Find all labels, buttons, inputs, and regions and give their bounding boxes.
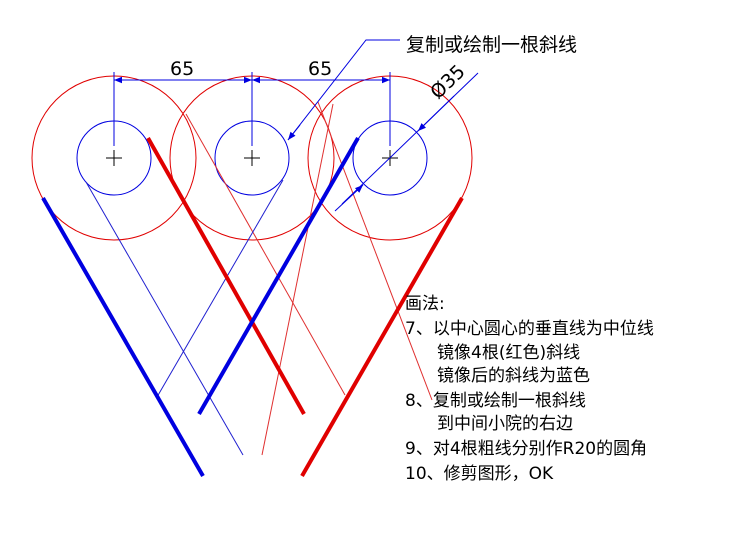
instructions-block: 画法: 7、以中心圆心的垂直线为中位线 镜像4根(红色)斜线 镜像后的斜线为蓝色…: [405, 294, 654, 484]
dimension-text-65-left: 65: [170, 58, 194, 80]
instruction-line-1: 7、以中心圆心的垂直线为中位线: [405, 319, 654, 339]
thin-blue-line-1: [85, 181, 244, 456]
thin-red-line-1: [185, 113, 346, 396]
instruction-line-3: 镜像后的斜线为蓝色: [437, 366, 590, 386]
thick-red-line-inner: [146, 137, 306, 415]
thick-blue-line-left: [41, 197, 205, 477]
instruction-line-4: 8、复制或绘制一根斜线: [405, 391, 586, 411]
instruction-line-7: 10、修剪图形，OK: [405, 464, 554, 484]
callout-leader: [287, 39, 400, 141]
dimension-65-right: [252, 72, 391, 146]
thin-red-line-3: [317, 101, 433, 401]
thick-red-line-right: [300, 197, 464, 477]
instructions-heading: 画法:: [405, 294, 445, 314]
center-mark-middle: [244, 150, 260, 166]
instruction-line-5: 到中间小院的右边: [437, 414, 573, 434]
dimension-65-left: [113, 72, 253, 146]
thin-red-line-2: [261, 103, 334, 456]
diameter-text: Ø35: [426, 61, 469, 104]
diameter-leader: [334, 72, 479, 212]
instruction-line-2: 镜像4根(红色)斜线: [437, 343, 580, 363]
dimension-text-65-right: 65: [308, 58, 332, 80]
center-mark-left: [106, 150, 122, 166]
callout-label: 复制或绘制一根斜线: [406, 34, 577, 56]
instruction-line-6: 9、对4根粗线分别作R20的圆角: [405, 439, 647, 459]
thick-blue-line-inner: [197, 137, 360, 415]
thin-blue-line-2: [156, 179, 284, 398]
